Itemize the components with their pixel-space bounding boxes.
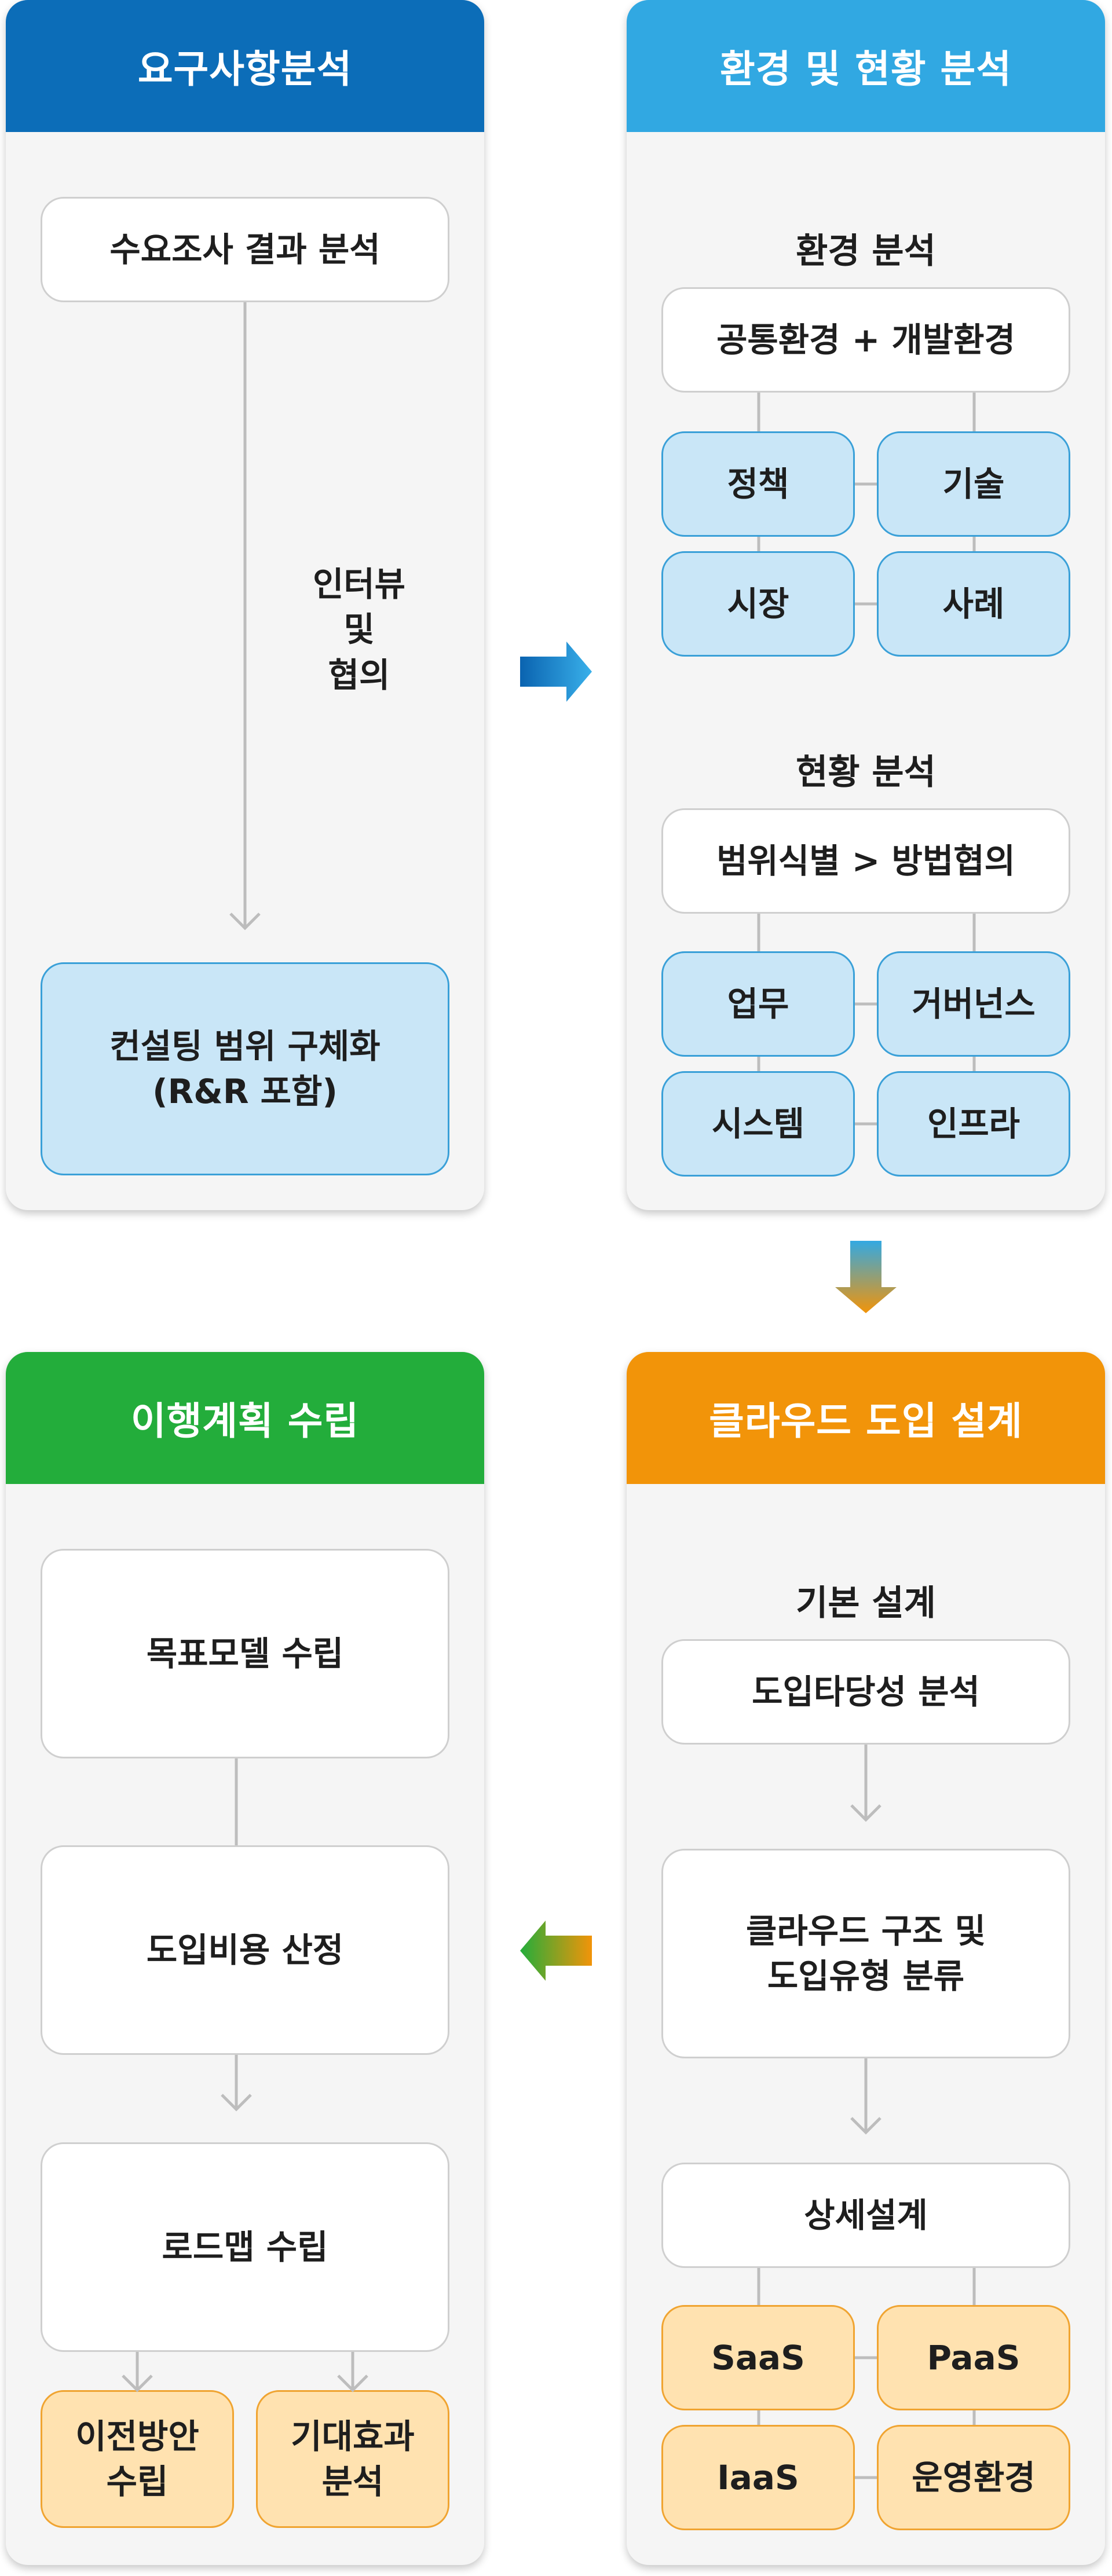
cloud-structure-line2: 도입유형 분류 (767, 1956, 965, 1996)
env-item-market: 시장 (661, 551, 855, 657)
plan-arrowhead-left (122, 2375, 153, 2392)
environment-panel-title: 환경 및 현황 분석 (627, 0, 1105, 132)
migration-plan-box: 이전방안 수립 (41, 2390, 234, 2528)
status-item-governance: 거버넌스 (877, 951, 1070, 1057)
cloud-item-saas: SaaS (661, 2305, 855, 2410)
migration-plan-line1: 이전방안 (75, 2416, 199, 2456)
consulting-scope-box: 컨설팅 범위 구체화 (R&R 포함) (41, 962, 449, 1175)
plan-arrowhead-right (337, 2375, 368, 2392)
demand-survey-box: 수요조사 결과 분석 (41, 197, 449, 302)
interview-note-line2: 및 (343, 610, 375, 650)
env-item-technology: 기술 (877, 431, 1070, 537)
expected-effect-box: 기대효과 분석 (256, 2390, 449, 2528)
cloud-item-operation-env: 운영환경 (877, 2425, 1070, 2530)
cloud-item-paas: PaaS (877, 2305, 1070, 2410)
env-item-case: 사례 (877, 551, 1070, 657)
expected-effect-line2: 분석 (321, 2462, 384, 2501)
plan-arrowhead-2 (221, 2094, 252, 2112)
roadmap-box: 로드맵 수립 (41, 2142, 449, 2352)
plan-panel-title: 이행계획 수립 (6, 1352, 484, 1484)
status-item-system: 시스템 (661, 1071, 855, 1177)
interview-note-line3: 협의 (328, 655, 390, 695)
environment-analysis-label: 환경 분석 (796, 231, 936, 272)
cloud-structure-box: 클라우드 구조 및 도입유형 분류 (661, 1849, 1070, 2058)
flow-arrow-left (520, 1921, 592, 1981)
common-dev-env-box: 공통환경 + 개발환경 (661, 287, 1070, 393)
adoption-cost-box: 도입비용 산정 (41, 1845, 449, 2055)
target-model-box: 목표모델 수립 (41, 1549, 449, 1758)
status-item-business: 업무 (661, 951, 855, 1057)
cloud-panel: 클라우드 도입 설계 기본 설계 도입타당성 분석 클라우드 구조 및 도입유형… (627, 1352, 1105, 2565)
scope-method-box: 범위식별 > 방법협의 (661, 808, 1070, 914)
cloud-arrowhead-1 (850, 1804, 881, 1822)
consulting-scope-line2: (R&R 포함) (152, 1072, 338, 1111)
flow-arrow-right (520, 642, 592, 702)
cloud-item-iaas: IaaS (661, 2425, 855, 2530)
consulting-scope-line1: 컨설팅 범위 구체화 (109, 1026, 381, 1066)
status-item-infra: 인프라 (877, 1071, 1070, 1177)
status-analysis-label: 현황 분석 (796, 752, 936, 793)
detail-design-box: 상세설계 (661, 2163, 1070, 2268)
cloud-panel-title: 클라우드 도입 설계 (627, 1352, 1105, 1484)
cloud-arrowhead-2 (850, 2117, 881, 2135)
migration-plan-line2: 수립 (106, 2462, 169, 2501)
interview-arrowhead (229, 913, 261, 930)
feasibility-box: 도입타당성 분석 (661, 1639, 1070, 1745)
interview-note-line1: 인터뷰 (312, 565, 406, 604)
expected-effect-line1: 기대효과 (291, 2416, 415, 2456)
interview-note: 인터뷰 및 협의 (290, 562, 429, 698)
cloud-structure-line1: 클라우드 구조 및 (746, 1911, 986, 1951)
requirements-panel: 요구사항분석 수요조사 결과 분석 컨설팅 범위 구체화 (R&R 포함) (6, 0, 484, 1210)
basic-design-label: 기본 설계 (796, 1583, 936, 1624)
env-item-policy: 정책 (661, 431, 855, 537)
requirements-panel-title: 요구사항분석 (6, 0, 484, 132)
plan-panel: 이행계획 수립 목표모델 수립 도입비용 산정 로드맵 수립 이전방안 수립 기… (6, 1352, 484, 2565)
flow-arrow-down (835, 1241, 897, 1313)
